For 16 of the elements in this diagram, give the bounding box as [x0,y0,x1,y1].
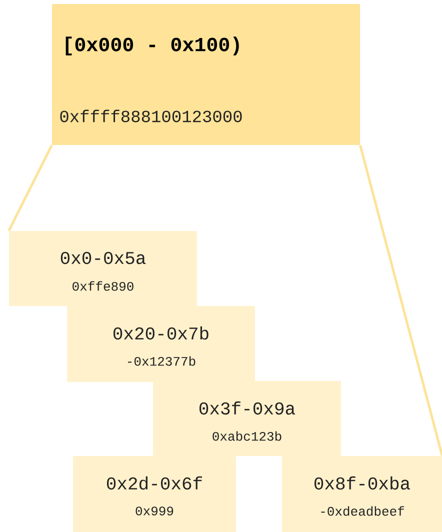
zoom-line [359,144,442,456]
range-box: 0x8f-0xba -0xdeadbeef [282,456,442,532]
node-label: 0x3f-0x9a [199,401,295,415]
range-box: 0x20-0x7b -0x12377b [67,306,255,382]
node-label: 0xffe890 [72,281,134,291]
range-box: 0x2d-0x6f 0x999 [73,456,236,532]
node-label: 0x999 [136,506,174,516]
range-box: 0x3f-0x9a 0xabc123b [153,381,341,456]
node-label: 0xabc123b [212,431,282,441]
node-label: 0x2d-0x6f [106,476,202,490]
node-label: 0x0-0x5a [60,252,146,264]
range-box: 0x0-0x5a 0xffe890 [9,231,197,306]
node-label: -0x12377b [128,356,196,366]
range-box: [0x000 - 0x100) 0xffff888100123000 [52,4,360,145]
node-label: 0x20-0x7b [113,326,208,340]
zoom-line [8,144,53,232]
